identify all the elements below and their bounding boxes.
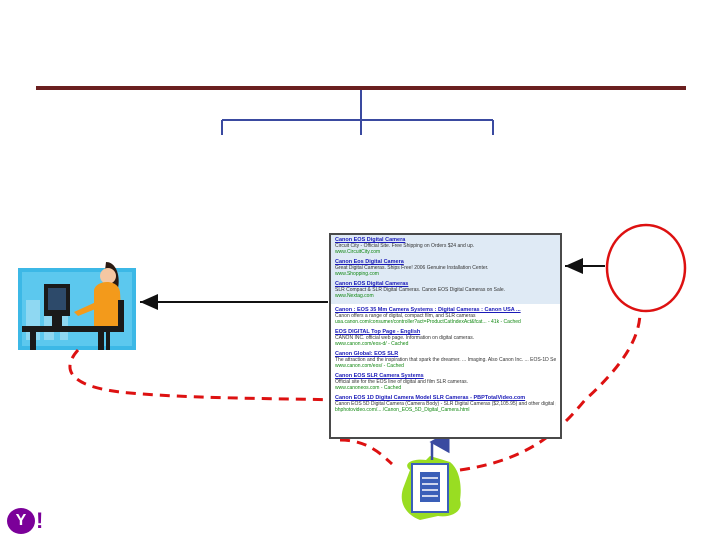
dashed-flow-bottom <box>340 440 392 464</box>
organic-result[interactable]: Canon EOS 1D Digital Camera Model SLR Ca… <box>335 395 556 413</box>
server-icon <box>402 456 461 520</box>
organic-results: Canon : EOS 35 Mm Camera Systems : Digit… <box>331 304 560 413</box>
result-url: www.canon.com/eos/ - Cached <box>335 363 556 369</box>
search-results-page: Canon EOS Digital Camera Circuit City - … <box>329 233 562 439</box>
yahoo-logo-letter: Y <box>7 508 35 534</box>
highlight-circle <box>607 225 685 311</box>
organic-result[interactable]: Canon EOS SLR Camera Systems Official si… <box>335 373 556 391</box>
sponsored-results: Canon EOS Digital Camera Circuit City - … <box>331 235 560 304</box>
organic-result[interactable]: Canon : EOS 35 Mm Camera Systems : Digit… <box>335 307 556 325</box>
result-url: www.Nextag.com <box>335 293 556 299</box>
result-url: usa.canon.com/consumer/controller?act=Pr… <box>335 319 556 325</box>
yahoo-logo-icon: Y! <box>7 508 43 534</box>
yahoo-logo-bang: ! <box>36 508 43 534</box>
result-url: www.canoneos.com - Cached <box>335 385 556 391</box>
tree-branches <box>222 90 493 135</box>
result-url: www.canon.com/eos-d/ - Cached <box>335 341 556 347</box>
organic-result[interactable]: Canon Global: EOS SLR The attraction and… <box>335 351 556 369</box>
result-url: bhphotovideo.com/... /Canon_EOS_5D_Digit… <box>335 407 556 413</box>
result-url: www.CircuitCity.com <box>335 249 556 255</box>
user-at-computer-icon <box>18 262 136 350</box>
sponsored-result[interactable]: Canon Eos Digital Camera Great Digital C… <box>335 259 556 277</box>
result-url: www.Shopping.com <box>335 271 556 277</box>
sponsored-result[interactable]: Canon EOS Digital Camera Circuit City - … <box>335 237 556 255</box>
sponsored-result[interactable]: Canon EOS Digital Cameras SLR Compact & … <box>335 281 556 299</box>
organic-result[interactable]: EOS DIGITAL Top Page - English CANON INC… <box>335 329 556 347</box>
